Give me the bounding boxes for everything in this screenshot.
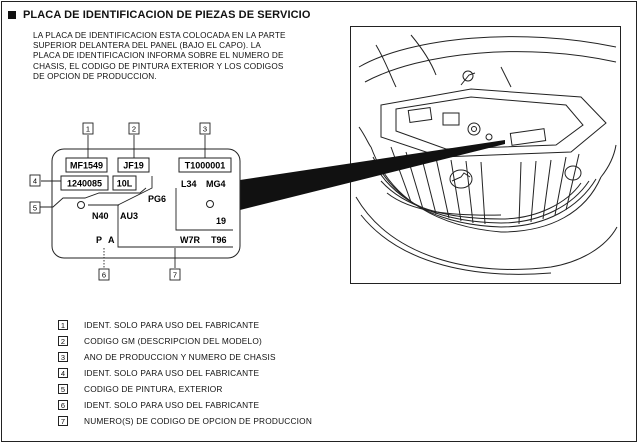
plate-code-w7r: W7R xyxy=(180,235,201,245)
callout-6: 6 xyxy=(102,271,106,280)
legend-text: CODIGO GM (DESCRIPCION DEL MODELO) xyxy=(84,336,262,346)
legend-list: 1 IDENT. SOLO PARA USO DEL FABRICANTE 2 … xyxy=(58,317,312,429)
callout-1: 1 xyxy=(86,125,90,134)
legend-number: 1 xyxy=(58,320,68,330)
legend-number: 4 xyxy=(58,368,68,378)
legend-number: 3 xyxy=(58,352,68,362)
callout-7: 7 xyxy=(173,271,177,280)
legend-item: 3 ANO DE PRODUCCION Y NUMERO DE CHASIS xyxy=(58,349,312,365)
legend-item: 5 CODIGO DE PINTURA, EXTERIOR xyxy=(58,381,312,397)
description-line: DE OPCION DE PRODUCCION. xyxy=(33,71,157,81)
description-line: CHASIS, EL CODIGO DE PINTURA EXTERIOR Y … xyxy=(33,61,284,71)
page-title: PLACA DE IDENTIFICACION DE PIEZAS DE SER… xyxy=(23,9,311,21)
legend-item: 2 CODIGO GM (DESCRIPCION DEL MODELO) xyxy=(58,333,312,349)
legend-number: 2 xyxy=(58,336,68,346)
legend-text: IDENT. SOLO PARA USO DEL FABRICANTE xyxy=(84,400,260,410)
legend-item: 4 IDENT. SOLO PARA USO DEL FABRICANTE xyxy=(58,365,312,381)
legend-text: CODIGO DE PINTURA, EXTERIOR xyxy=(84,384,223,394)
square-bullet-icon xyxy=(8,11,16,19)
plate-code-19: 19 xyxy=(216,216,226,226)
vehicle-illustration-frame xyxy=(350,26,621,284)
plate-code-pg6: PG6 xyxy=(148,194,166,204)
legend-text: ANO DE PRODUCCION Y NUMERO DE CHASIS xyxy=(84,352,276,362)
description-line: PLACA DE IDENTIFICACION INFORMA SOBRE EL… xyxy=(33,51,284,61)
legend-text: NUMERO(S) DE CODIGO DE OPCION DE PRODUCC… xyxy=(84,416,313,426)
legend-item: 1 IDENT. SOLO PARA USO DEL FABRICANTE xyxy=(58,317,312,333)
plate-hole xyxy=(206,200,214,208)
description-line: LA PLACA DE IDENTIFICACION ESTA COLOCADA… xyxy=(33,31,286,40)
plate-code-3: T1000001 xyxy=(185,161,226,171)
plate-code-2: JF19 xyxy=(123,161,144,171)
callout-3: 3 xyxy=(203,125,207,134)
legend-text: IDENT. SOLO PARA USO DEL FABRICANTE xyxy=(84,368,260,378)
plate-code-4: 1240085 xyxy=(67,179,102,189)
plate-code-t96: T96 xyxy=(211,235,227,245)
callout-2: 2 xyxy=(132,125,136,134)
description-paragraph: LA PLACA DE IDENTIFICACION ESTA COLOCADA… xyxy=(33,31,318,82)
legend-number: 6 xyxy=(58,400,68,410)
page-header: PLACA DE IDENTIFICACION DE PIEZAS DE SER… xyxy=(8,9,310,21)
legend-text: IDENT. SOLO PARA USO DEL FABRICANTE xyxy=(84,320,260,330)
description-line: SUPERIOR DELANTERA DEL PANEL (BAJO EL CA… xyxy=(33,41,262,51)
callout-4: 4 xyxy=(33,177,37,186)
plate-hole xyxy=(77,201,85,209)
callout-5: 5 xyxy=(33,204,37,213)
plate-code-n40: N40 xyxy=(92,211,109,221)
legend-number: 7 xyxy=(58,416,68,426)
legend-number: 5 xyxy=(58,384,68,394)
plate-code-au3: AU3 xyxy=(120,211,138,221)
pointer-wedge xyxy=(240,140,505,210)
plate-code-1: MF1549 xyxy=(70,161,103,171)
plate-code-mg4: MG4 xyxy=(206,179,226,189)
legend-item: 7 NUMERO(S) DE CODIGO DE OPCION DE PRODU… xyxy=(58,413,312,429)
legend-item: 6 IDENT. SOLO PARA USO DEL FABRICANTE xyxy=(58,397,312,413)
plate-code-10l: 10L xyxy=(117,179,133,189)
plate-code-l34: L34 xyxy=(181,179,197,189)
plate-code-a: A xyxy=(108,235,115,245)
plate-code-p: P xyxy=(96,235,102,245)
vehicle-front-illustration xyxy=(355,34,618,275)
